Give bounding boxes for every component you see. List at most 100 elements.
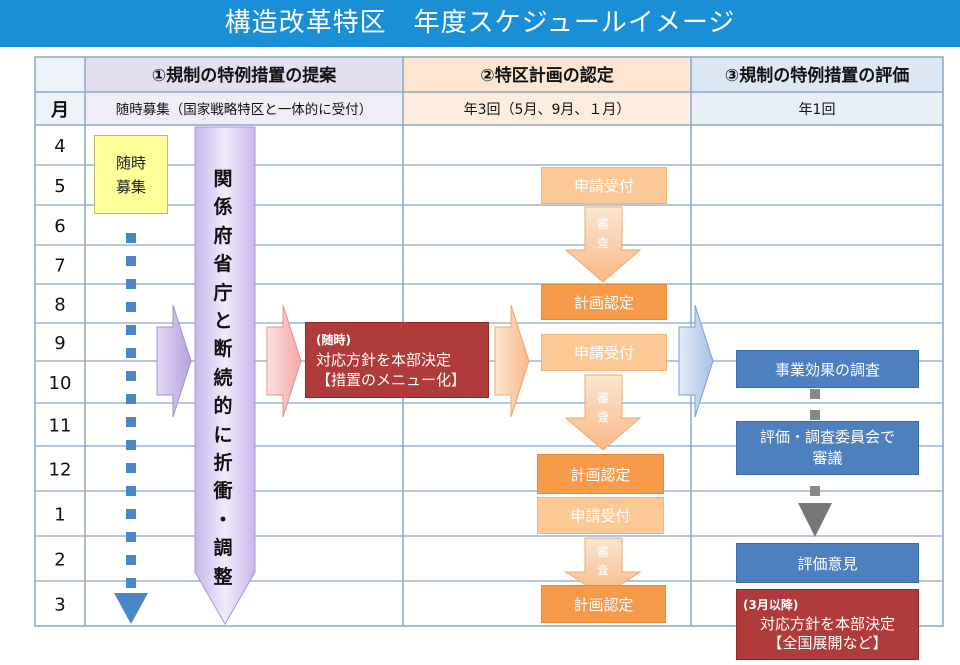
decision-box: (随時) 対応方針を本部決定 【措置のメニュー化】	[305, 322, 489, 398]
ministry-char: 関	[213, 168, 233, 190]
month-label: 7	[54, 256, 65, 277]
review-arrow-3-label: 査	[597, 563, 609, 577]
header-col1-sub: 随時募集（国家戦略特区と一体的に受付）	[116, 101, 373, 118]
ministry-char: 庁	[213, 281, 233, 304]
month-label: 1	[54, 505, 65, 526]
ministry-char: 衝	[213, 480, 233, 503]
month-label: 3	[54, 595, 65, 616]
evaluation-opinion-label: 評価意見	[797, 554, 858, 573]
header-col3-sub: 年1回	[799, 102, 836, 118]
ministry-char: 整	[213, 565, 233, 588]
plan-certification-aug: 計画認定	[541, 284, 667, 320]
header-col3-bg	[691, 57, 943, 125]
recruitment-label: 募集	[115, 177, 146, 196]
review-arrow-3	[564, 537, 642, 597]
ministry-char: に	[213, 423, 233, 446]
application-receipt-label: 申請受付	[573, 344, 634, 362]
plan-certification-mar: 計画認定	[541, 585, 666, 623]
application-receipt-label: 申請受付	[570, 507, 631, 525]
ministry-char: 府	[213, 224, 233, 247]
page-title: 構造改革特区 年度スケジュールイメージ	[0, 0, 960, 47]
ministry-char: 係	[213, 196, 233, 219]
month-label: 11	[49, 416, 72, 437]
evaluation-opinion-box: 評価意見	[736, 543, 919, 583]
flow-arrow-4	[678, 304, 714, 418]
header-col1-bg	[85, 57, 403, 125]
ministry-char: ・	[213, 508, 233, 531]
dotted-line-segment	[126, 233, 136, 243]
month-label: 12	[49, 460, 72, 481]
plan-certification-label: 計画認定	[573, 293, 634, 312]
dotted-line-segment	[126, 394, 136, 404]
final-decision-line: 【全国展開など】	[767, 634, 888, 652]
dotted-line-segment	[126, 417, 136, 427]
dotted-line-segment	[126, 325, 136, 335]
application-receipt-sep: 申請受付	[541, 334, 667, 371]
effect-survey-box: 事業効果の調査	[736, 350, 919, 388]
effect-survey-label: 事業効果の調査	[774, 360, 880, 379]
application-receipt-label: 申請受付	[573, 177, 634, 195]
header-month-cell	[35, 57, 85, 125]
dotted-line-segment	[126, 555, 136, 565]
plan-certification-dec: 計画認定	[537, 454, 664, 494]
recruitment-arrowhead	[114, 593, 148, 624]
committee-review-label: 評価・調査委員会で	[759, 428, 895, 446]
final-decision-line: 対応方針を本部決定	[759, 615, 895, 633]
ministry-negotiation-arrow	[194, 126, 256, 626]
ministry-char: 折	[213, 452, 233, 475]
committee-review-label: 審議	[812, 449, 843, 467]
recruitment-label: 随時	[115, 153, 146, 172]
evaluation-connector	[810, 486, 820, 496]
review-arrow-3-label: 審	[597, 544, 609, 559]
dotted-line-segment	[126, 371, 136, 381]
dotted-line-segment	[126, 348, 136, 358]
dotted-line-segment	[126, 509, 136, 519]
review-arrow-1-label: 審	[597, 216, 609, 231]
committee-review-box: 評価・調査委員会で 審議	[736, 421, 919, 475]
review-arrow-1-label: 査	[597, 236, 609, 250]
ministry-char: 断	[213, 338, 233, 361]
ministry-char: と	[213, 310, 233, 333]
dotted-line-segment	[126, 578, 136, 588]
dotted-line-segment	[126, 532, 136, 542]
dotted-line-segment	[126, 302, 136, 312]
header-month-label: 月	[50, 100, 69, 121]
month-label: 10	[49, 373, 72, 394]
header-col2-sub-bg	[403, 92, 691, 125]
dotted-line-segment	[126, 440, 136, 450]
header-col3-sub-bg	[691, 92, 943, 125]
decision-line: 【措置のメニュー化】	[316, 371, 467, 389]
evaluation-connector	[810, 389, 820, 399]
flow-arrow-3	[494, 304, 530, 418]
ministry-char: 的	[213, 395, 233, 418]
decision-line: 対応方針を本部決定	[316, 351, 452, 369]
header-col2-bg	[403, 57, 691, 125]
review-arrow-2-label: 査	[597, 410, 609, 424]
header-col1-sub-bg	[85, 92, 403, 125]
ministry-negotiation-label: 関 係 府 省 庁 と 断 続 的 に 折 衝 ・ 調 整	[193, 165, 253, 591]
flow-arrow-2	[266, 304, 302, 418]
header-col1-title: ①規制の特例措置の提案	[152, 65, 337, 86]
dotted-line-segment	[126, 463, 136, 473]
plan-certification-label: 計画認定	[573, 595, 634, 614]
evaluation-connector	[810, 410, 820, 420]
ministry-char: 続	[213, 366, 233, 389]
recruitment-dotted-line	[126, 233, 136, 588]
month-label: 4	[54, 136, 65, 157]
header-col2-title: ②特区計画の認定	[480, 65, 613, 86]
recruitment-box: 随時 募集	[94, 135, 168, 214]
review-arrow-2	[564, 374, 642, 451]
month-label: 9	[54, 333, 65, 354]
ministry-char: 調	[213, 537, 233, 560]
month-label: 6	[54, 216, 65, 237]
evaluation-down-arrow	[798, 503, 832, 537]
application-receipt-may: 申請受付	[541, 167, 667, 204]
dotted-line-segment	[126, 279, 136, 289]
decision-tag: (随時)	[316, 333, 351, 347]
final-decision-box: (3月以降) 対応方針を本部決定 【全国展開など】	[736, 589, 919, 660]
final-decision-tag: (3月以降)	[743, 598, 799, 612]
review-arrow-2-label: 審	[597, 390, 609, 405]
dotted-line-segment	[126, 486, 136, 496]
